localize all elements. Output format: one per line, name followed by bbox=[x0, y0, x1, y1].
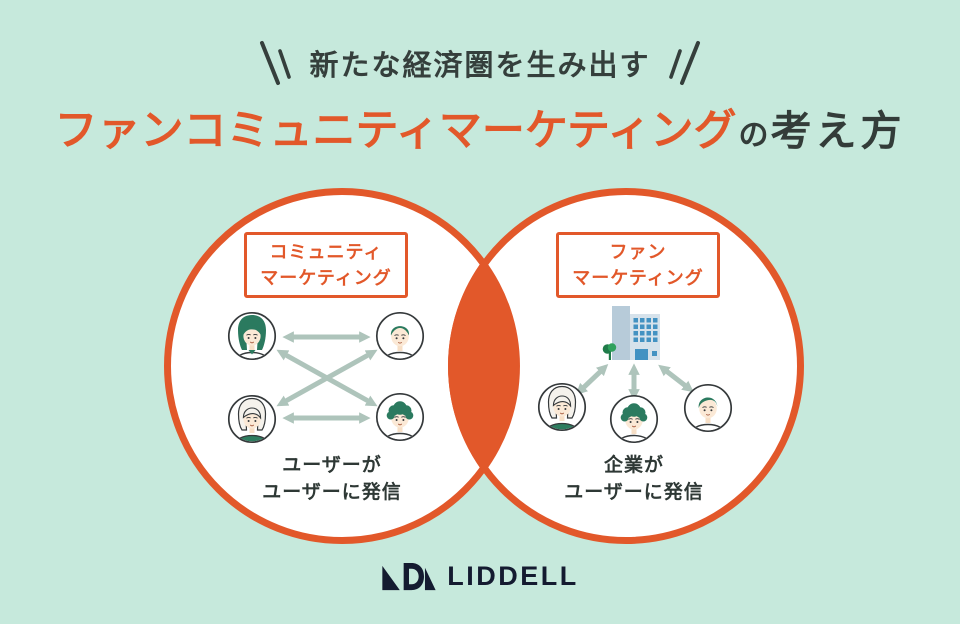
bidirectional-arrow-icon bbox=[276, 349, 378, 407]
community-marketing-label-line2: マーケティング bbox=[260, 268, 392, 288]
brand-logo: LIDDELL bbox=[0, 561, 960, 592]
fan-marketing-label-line1: ファン bbox=[609, 242, 667, 262]
venn-overlap-lens bbox=[448, 258, 520, 474]
liddell-wordmark: LIDDELL bbox=[447, 561, 579, 591]
fan-caption-line2: ユーザーに発信 bbox=[564, 482, 704, 503]
main-title-particle: の bbox=[738, 119, 771, 152]
fan-caption-line1: 企業が bbox=[603, 455, 664, 476]
community-caption-line2: ユーザーに発信 bbox=[262, 482, 402, 503]
office-building-icon bbox=[602, 306, 660, 360]
tagline: 新たな経済圏を生み出す bbox=[0, 40, 960, 86]
community-caption-line1: ユーザーが bbox=[282, 455, 382, 476]
liddell-triangles-logo-icon bbox=[382, 562, 436, 591]
community-marketing-label-line1: コミュニティ bbox=[269, 242, 383, 262]
user-mesh-arrows bbox=[276, 331, 378, 424]
double-slash-left-icon bbox=[260, 41, 292, 85]
fan-marketing-caption: 企業が ユーザーに発信 bbox=[534, 452, 734, 506]
main-title-highlight: ファンコミュニティマーケティング bbox=[54, 107, 737, 155]
tagline-text: 新たな経済圏を生み出す bbox=[309, 50, 651, 82]
fan-marketing-label-line2: マーケティング bbox=[572, 268, 704, 288]
community-marketing-label: コミュニティ マーケティング bbox=[244, 232, 408, 298]
community-marketing-caption: ユーザーが ユーザーに発信 bbox=[232, 452, 432, 506]
fan-marketing-label: ファン マーケティング bbox=[556, 232, 720, 298]
main-title-suffix: 考え方 bbox=[770, 108, 906, 154]
broadcast-arrows bbox=[575, 363, 694, 401]
main-title: ファンコミュニティマーケティングの考え方 bbox=[0, 96, 960, 158]
double-slash-right-icon bbox=[668, 41, 700, 85]
bidirectional-arrow-icon bbox=[658, 364, 694, 393]
bidirectional-arrow-icon bbox=[575, 364, 609, 395]
